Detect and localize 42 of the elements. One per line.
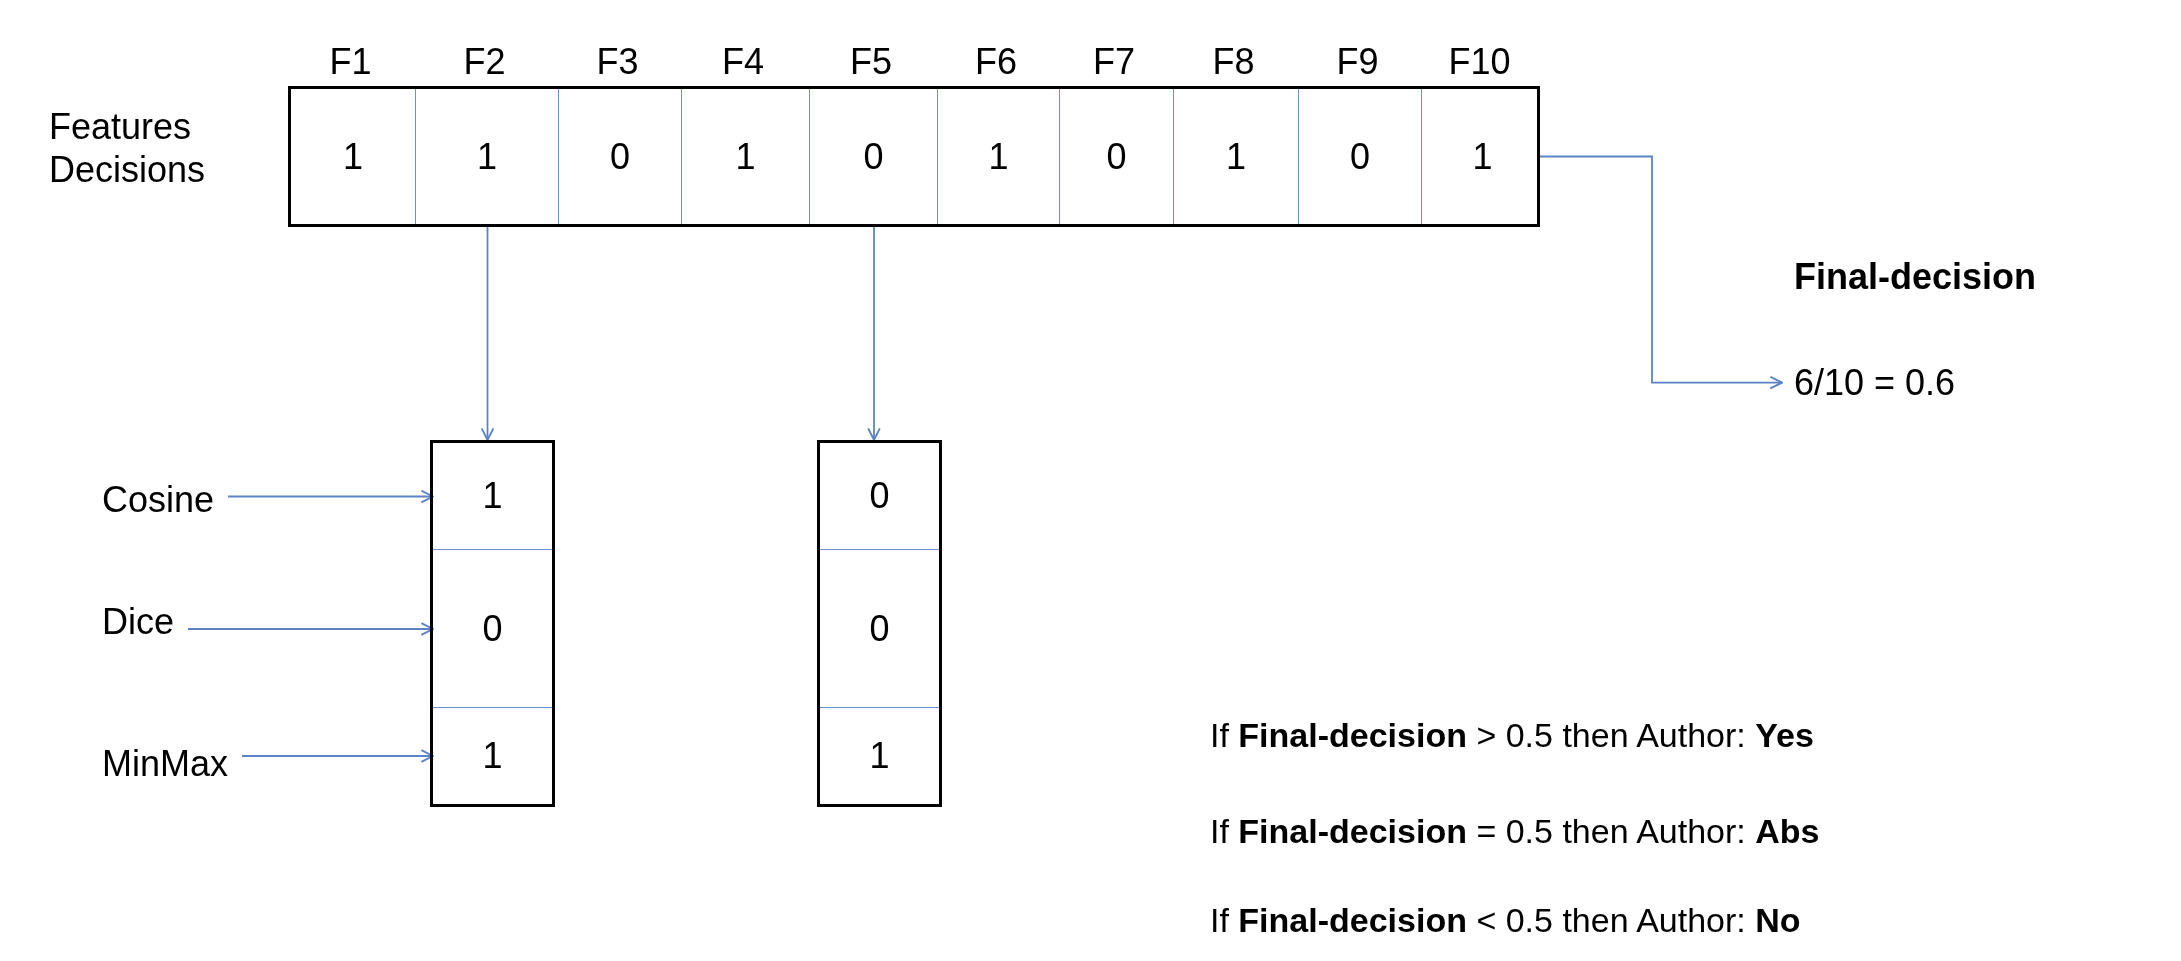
column-header: F10 xyxy=(1448,40,1511,84)
column-header: F3 xyxy=(596,40,639,84)
rule-text: If Final-decision = 0.5 then Author: Abs xyxy=(1210,811,1820,852)
column-header: F6 xyxy=(975,40,1017,84)
value-cell: 0 xyxy=(1299,89,1422,224)
column-header: F2 xyxy=(463,40,506,84)
value-cell: 1 xyxy=(1422,89,1543,224)
value-cell: 0 xyxy=(559,89,682,224)
value-cell: 1 xyxy=(291,89,416,224)
arrow xyxy=(241,749,434,763)
arrow xyxy=(227,489,434,504)
value-cell: 1 xyxy=(682,89,810,224)
value-cell: 1 xyxy=(938,89,1060,224)
column-header: F7 xyxy=(1093,40,1135,84)
value-cell: 1 xyxy=(1174,89,1299,224)
cell-grid-box xyxy=(817,440,942,807)
arrow xyxy=(1539,155,1783,390)
cell-grid-box xyxy=(430,440,555,807)
text-label: MinMax xyxy=(102,742,229,786)
value-cell: 1 xyxy=(820,708,939,804)
value-cell: 0 xyxy=(1060,89,1174,224)
cell-grid-box xyxy=(288,86,1540,227)
rule-text: If Final-decision > 0.5 then Author: Yes xyxy=(1210,715,1814,756)
result-heading: Final-decision xyxy=(1794,255,2037,299)
value-cell: 1 xyxy=(433,443,552,550)
arrow xyxy=(187,622,434,636)
value-cell: 1 xyxy=(433,708,552,804)
column-header: F1 xyxy=(329,40,372,84)
value-cell: 0 xyxy=(433,550,552,708)
text-label: 6/10 = 0.6 xyxy=(1794,361,1956,405)
rule-text: If Final-decision < 0.5 then Author: No xyxy=(1210,900,1801,941)
value-cell: 0 xyxy=(820,443,939,550)
text-label: Cosine xyxy=(102,478,215,522)
row-label: Features Decisions xyxy=(49,105,207,192)
value-cell: 1 xyxy=(416,89,559,224)
column-header: F5 xyxy=(850,40,892,84)
column-header: F4 xyxy=(722,40,764,84)
value-cell: 0 xyxy=(820,550,939,708)
column-header: F9 xyxy=(1336,40,1379,84)
column-header: F8 xyxy=(1212,40,1255,84)
value-cell: 0 xyxy=(810,89,938,224)
text-label: Dice xyxy=(102,600,175,644)
